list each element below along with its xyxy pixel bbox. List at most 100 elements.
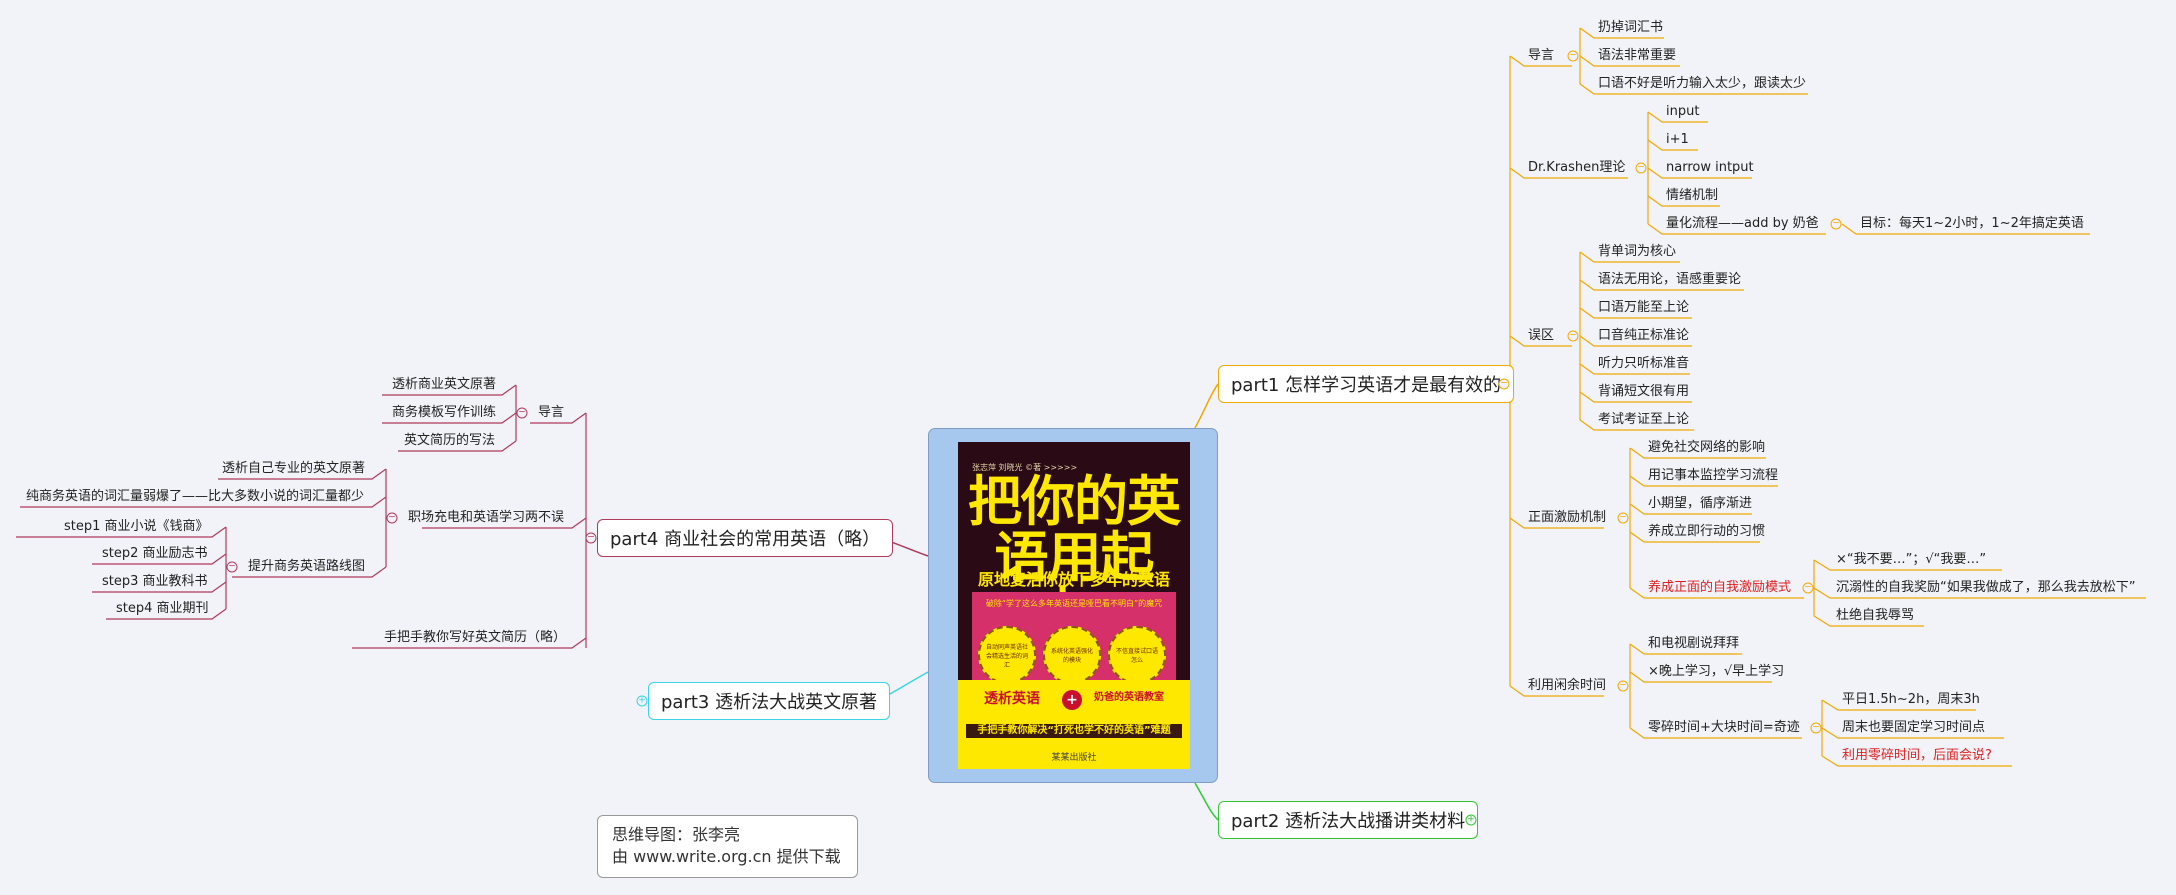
leaf-label[interactable]: 用记事本监控学习流程 <box>1648 468 1779 483</box>
collapse-toggle-icon[interactable]: − <box>1617 680 1629 692</box>
connector-line <box>1629 531 1760 543</box>
expand-toggle-icon[interactable]: + <box>1465 814 1477 826</box>
connector-line <box>1629 475 1778 487</box>
connector-line <box>1509 517 1604 529</box>
expand-toggle-icon[interactable]: + <box>636 695 648 707</box>
leaf-label[interactable]: 和电视剧说拜拜 <box>1648 636 1740 651</box>
branch-label[interactable]: Dr.Krashen理论 <box>1528 160 1626 175</box>
leaf-label[interactable]: 平日1.5h~2h，周末3h <box>1842 692 1980 707</box>
leaf-label[interactable]: 目标：每天1~2小时，1~2年搞定英语 <box>1860 216 2084 231</box>
collapse-toggle-icon[interactable]: − <box>516 407 528 419</box>
branch-label[interactable]: 导言 <box>1528 48 1555 63</box>
connector-line <box>1647 167 1752 179</box>
connector-line <box>1194 782 1219 821</box>
leaf-label[interactable]: 透析商业英文原著 <box>392 377 497 392</box>
leaf-label-highlight[interactable]: 养成正面的自我激励模式 <box>1648 580 1792 595</box>
leaf-label[interactable]: step1 商业小说《钱商》 <box>64 519 209 534</box>
leaf-label[interactable]: 周末也要固定学习时间点 <box>1842 720 1986 735</box>
topic-part2[interactable]: part2 透析法大战播讲类材料 <box>1218 801 1479 839</box>
cover-brand-right: 奶爸的英语教室 <box>1094 692 1164 703</box>
connector-line <box>382 412 517 424</box>
plus-icon: + <box>1062 690 1082 710</box>
collapse-toggle-icon[interactable]: − <box>1617 512 1629 524</box>
leaf-label[interactable]: 养成立即行动的习惯 <box>1648 524 1766 539</box>
leaf-label[interactable]: i+1 <box>1666 132 1689 147</box>
topic-part3-label: part3 透析法大战英文原著 <box>661 692 878 713</box>
leaf-label[interactable]: 沉溺性的自我奖励“如果我做成了，那么我去放松下” <box>1836 580 2136 595</box>
branch-label[interactable]: 正面激励机制 <box>1528 510 1607 525</box>
connector-line <box>20 496 387 508</box>
cover-author: 张志萍 刘晓光 ©著 >>>>> <box>972 463 1078 472</box>
topic-part4[interactable]: part4 商业社会的常用英语（略） <box>597 519 894 557</box>
leaf-label[interactable]: step3 商业教科书 <box>102 574 208 589</box>
leaf-label-highlight[interactable]: 利用零碎时间，后面会说? <box>1842 748 1992 763</box>
leaf-label[interactable]: 英文简历的写法 <box>404 433 496 448</box>
leaf-label[interactable]: 口音纯正标准论 <box>1598 328 1690 343</box>
leaf-label[interactable]: 杜绝自我辱骂 <box>1836 608 1915 623</box>
leaf-label[interactable]: step4 商业期刊 <box>116 601 209 616</box>
leaf-label[interactable]: 口语不好是听力输入太少，跟读太少 <box>1598 76 1807 91</box>
book-cover-image: 张志萍 刘晓光 ©著 >>>>> 把你的英语用起来! 原地复活你放下多年的英语 … <box>958 442 1190 769</box>
leaf-label[interactable]: step2 商业励志书 <box>102 546 208 561</box>
collapse-toggle-icon[interactable]: − <box>1567 50 1579 62</box>
leaf-label[interactable]: 语法无用论，语感重要论 <box>1598 272 1742 287</box>
connector-line <box>92 553 227 565</box>
connector-line <box>92 581 227 593</box>
leaf-label[interactable]: 商务模板写作训练 <box>392 405 497 420</box>
branch-label[interactable]: 手把手教你写好英文简历（略） <box>384 630 567 645</box>
collapse-toggle-icon[interactable]: − <box>1810 722 1822 734</box>
topic-part3[interactable]: part3 透析法大战英文原著 <box>648 682 891 720</box>
leaf-label[interactable]: 背诵短文很有用 <box>1598 384 1690 399</box>
leaf-label[interactable]: 提升商务英语路线图 <box>248 559 366 574</box>
leaf-label[interactable]: 纯商务英语的词汇量弱爆了——比大多数小说的词汇量都少 <box>26 489 365 504</box>
collapse-toggle-icon[interactable]: − <box>386 512 398 524</box>
topic-part1[interactable]: part1 怎样学习英语才是最有效的 <box>1218 365 1515 403</box>
leaf-label[interactable]: 口语万能至上论 <box>1598 300 1690 315</box>
credit-note[interactable]: 思维导图：张李亮 由 www.write.org.cn 提供下载 <box>597 815 858 878</box>
connector-line <box>1813 615 1924 627</box>
leaf-label[interactable]: 避免社交网络的影响 <box>1648 440 1766 455</box>
connector-line <box>1509 335 1572 347</box>
connector-line <box>352 637 587 649</box>
leaf-label[interactable]: 情绪机制 <box>1666 188 1719 203</box>
cover-band: 破除“学了这么多年英语还是哑巴看不明白”的魔咒 自动同声英语社会精选生活的词汇 … <box>972 592 1176 690</box>
leaf-label[interactable]: 语法非常重要 <box>1598 48 1677 63</box>
leaf-label[interactable]: 量化流程——add by 奶爸 <box>1666 216 1819 231</box>
leaf-label[interactable]: input <box>1666 104 1700 119</box>
collapse-toggle-icon[interactable]: − <box>226 561 238 573</box>
branch-label[interactable]: 导言 <box>538 405 565 420</box>
branch-label[interactable]: 利用闲余时间 <box>1528 678 1607 693</box>
connector-line <box>1647 111 1708 123</box>
connector-line <box>16 526 227 538</box>
cover-yellow-panel: 透析英语 + 奶爸的英语教室 手把手教你解决“打死也学不好的英语”难题 某某出版… <box>958 680 1190 769</box>
connector-line <box>1579 419 1694 431</box>
leaf-label[interactable]: 背单词为核心 <box>1598 244 1677 259</box>
leaf-label[interactable]: 扔掉词汇书 <box>1598 20 1664 35</box>
branch-label[interactable]: 职场充电和英语学习两不误 <box>408 510 565 525</box>
collapse-toggle-icon[interactable]: − <box>1498 378 1510 390</box>
leaf-label[interactable]: ×“我不要…”；√“我要…” <box>1836 552 1987 567</box>
connector-line <box>1647 139 1698 151</box>
branch-label[interactable]: 误区 <box>1528 328 1555 343</box>
collapse-toggle-icon[interactable]: − <box>1635 162 1647 174</box>
collapse-toggle-icon[interactable]: − <box>1802 582 1814 594</box>
connector-line <box>1629 671 1772 683</box>
connector-line <box>106 608 227 620</box>
credit-source: 由 www.write.org.cn 提供下载 <box>612 847 841 866</box>
connector-line <box>218 468 387 480</box>
topic-part4-label: part4 商业社会的常用英语（略） <box>610 529 881 550</box>
collapse-toggle-icon[interactable]: − <box>585 532 597 544</box>
leaf-label[interactable]: 听力只听标准音 <box>1598 356 1690 371</box>
connector-line <box>1579 391 1692 403</box>
leaf-label[interactable]: 透析自己专业的英文原著 <box>222 461 366 476</box>
leaf-label[interactable]: 小期望，循序渐进 <box>1648 496 1753 511</box>
collapse-toggle-icon[interactable]: − <box>1567 330 1579 342</box>
connector-line <box>1579 27 1664 39</box>
leaf-label[interactable]: 考试考证至上论 <box>1598 412 1690 427</box>
connector-line <box>232 566 387 578</box>
leaf-label[interactable]: ×晚上学习，√早上学习 <box>1648 664 1785 679</box>
collapse-toggle-icon[interactable]: − <box>1830 218 1842 230</box>
leaf-label[interactable]: narrow intput <box>1666 160 1754 175</box>
leaf-label[interactable]: 零碎时间+大块时间=奇迹 <box>1648 720 1800 735</box>
